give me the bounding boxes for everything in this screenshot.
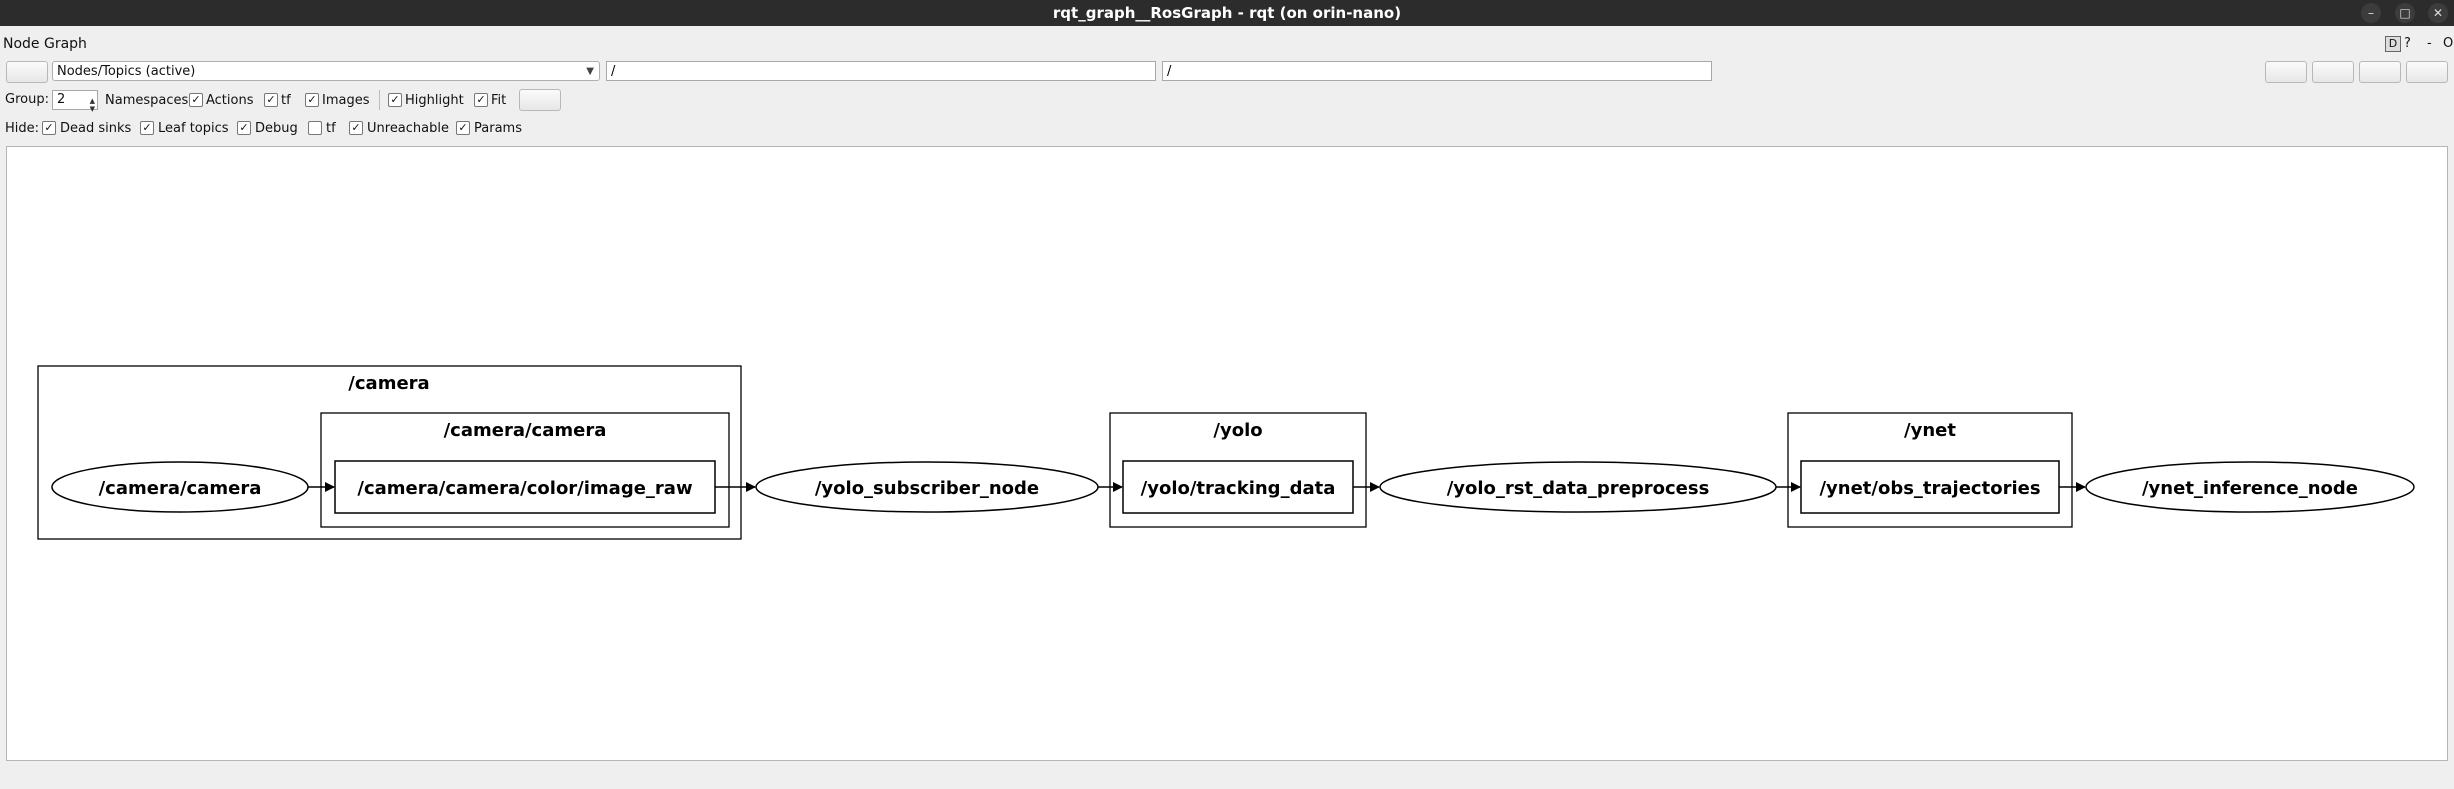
hide-label: Hide:	[5, 121, 40, 136]
cluster-yolo-label: /yolo	[1213, 420, 1262, 441]
graph-canvas[interactable]: /camera /camera/camera /yolo /ynet /came…	[6, 146, 2448, 761]
close-button[interactable]: ✕	[2428, 3, 2448, 23]
cluster-camera-camera: /camera/camera	[320, 412, 730, 528]
node-camera-camera-label: /camera/camera	[99, 478, 262, 499]
save-image-button[interactable]	[2359, 61, 2401, 83]
actions-checkbox[interactable]: ✓	[189, 93, 203, 107]
actions-label: Actions	[206, 93, 254, 108]
hide-unreachable-label: Unreachable	[367, 121, 449, 136]
spin-up-icon[interactable]: ▲	[89, 97, 95, 105]
dock-d-button[interactable]: D	[2385, 36, 2401, 52]
node-filter-input[interactable]	[606, 61, 1156, 81]
maximize-button[interactable]: □	[2395, 3, 2415, 23]
hide-debug-checkbox[interactable]: ✓	[237, 121, 251, 135]
hide-unreachable-checkbox[interactable]: ✓	[349, 121, 363, 135]
hide-params-label: Params	[474, 121, 522, 136]
minimize-button[interactable]: –	[2361, 3, 2381, 23]
node-yolo-rst-label: /yolo_rst_data_preprocess	[1447, 478, 1710, 499]
save-svg-button[interactable]	[2312, 61, 2354, 83]
hide-tf-label: tf	[326, 121, 336, 136]
topic-tracking-data[interactable]: /yolo/tracking_data	[1122, 460, 1354, 514]
group-value: 2	[57, 92, 66, 107]
cluster-camera-camera-label: /camera/camera	[444, 420, 607, 441]
chevron-down-icon: ▼	[586, 66, 594, 77]
toolbar-separator	[379, 90, 380, 110]
hide-dead-sinks-checkbox[interactable]: ✓	[42, 121, 56, 135]
hide-dead-sinks-label: Dead sinks	[60, 121, 132, 136]
window-title: rqt_graph__RosGraph - rqt (on orin-nano)	[1052, 4, 1402, 22]
images-label: Images	[322, 93, 370, 108]
cluster-ynet-label: /ynet	[1904, 420, 1956, 441]
plugin-name: Node Graph	[3, 36, 87, 52]
tf-label: tf	[281, 93, 291, 108]
window-titlebar: rqt_graph__RosGraph - rqt (on orin-nano)…	[0, 0, 2454, 26]
images-checkbox[interactable]: ✓	[305, 93, 319, 107]
plugin-header: Node Graph	[0, 30, 2454, 58]
help-icon[interactable]: ?	[2404, 36, 2411, 51]
highlight-label: Highlight	[405, 93, 464, 108]
group-spinbox[interactable]: 2 ▲ ▼	[52, 90, 98, 113]
node-ynet-inference[interactable]: /ynet_inference_node	[2085, 461, 2415, 513]
cluster-yolo: /yolo	[1109, 412, 1367, 528]
load-button[interactable]	[2406, 61, 2448, 83]
topic-image-raw-label: /camera/camera/color/image_raw	[357, 478, 692, 499]
fit-label: Fit	[491, 93, 507, 108]
node-yolo-rst-data-preprocess[interactable]: /yolo_rst_data_preprocess	[1379, 461, 1777, 513]
refresh-button[interactable]	[6, 61, 48, 83]
hide-leaf-topics-checkbox[interactable]: ✓	[140, 121, 154, 135]
topic-obs-trajectories[interactable]: /ynet/obs_trajectories	[1800, 460, 2060, 514]
hide-debug-label: Debug	[255, 121, 298, 136]
hide-tf-checkbox[interactable]	[308, 121, 322, 135]
highlight-checkbox[interactable]: ✓	[388, 93, 402, 107]
namespaces-label: Namespaces	[105, 93, 189, 108]
tf-checkbox[interactable]: ✓	[264, 93, 278, 107]
topic-filter-input[interactable]	[1162, 61, 1712, 81]
fit-checkbox[interactable]: ✓	[474, 93, 488, 107]
node-yolo-subscriber-label: /yolo_subscriber_node	[815, 478, 1039, 499]
save-dot-button[interactable]	[2265, 61, 2307, 83]
node-camera-camera[interactable]: /camera/camera	[51, 461, 309, 513]
cluster-camera: /camera	[37, 365, 742, 540]
cluster-ynet: /ynet	[1787, 412, 2073, 528]
topic-image-raw[interactable]: /camera/camera/color/image_raw	[334, 460, 716, 514]
hide-leaf-topics-label: Leaf topics	[158, 121, 229, 136]
topic-obs-trajectories-label: /ynet/obs_trajectories	[1819, 478, 2040, 499]
cluster-camera-label: /camera	[348, 373, 429, 394]
topic-tracking-data-label: /yolo/tracking_data	[1141, 478, 1336, 499]
hide-params-checkbox[interactable]: ✓	[456, 121, 470, 135]
node-ynet-inference-label: /ynet_inference_node	[2142, 478, 2358, 499]
close-plugin-icon[interactable]: O	[2443, 36, 2454, 51]
node-yolo-subscriber[interactable]: /yolo_subscriber_node	[755, 461, 1099, 513]
group-label: Group:	[5, 92, 49, 107]
spin-down-icon[interactable]: ▼	[89, 105, 95, 113]
graph-mode-select[interactable]: Nodes/Topics (active) ▼	[52, 61, 600, 81]
ros-graph: /camera /camera/camera /yolo /ynet /came…	[37, 365, 2415, 540]
minimize-plugin-icon[interactable]: -	[2427, 36, 2432, 51]
fit-in-view-button[interactable]	[519, 89, 561, 111]
graph-mode-value: Nodes/Topics (active)	[57, 64, 196, 79]
